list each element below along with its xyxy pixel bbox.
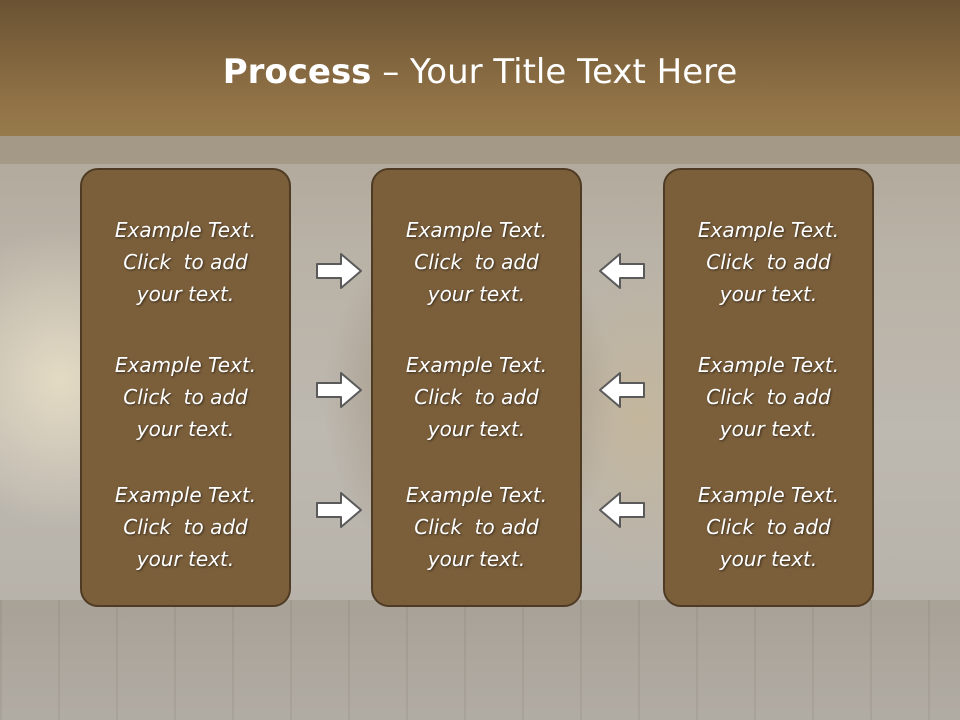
text-line: Example Text. bbox=[405, 218, 548, 242]
slide-title-rest: – Your Title Text Here bbox=[371, 52, 738, 92]
slide-title[interactable]: Process – Your Title Text Here bbox=[0, 52, 960, 92]
text-line: Click to add bbox=[706, 385, 831, 409]
text-line: Example Text. bbox=[697, 483, 840, 507]
text-line: your text. bbox=[427, 417, 526, 441]
text-block[interactable]: Example Text. Click to add your text. bbox=[82, 479, 289, 575]
text-line: Click to add bbox=[123, 515, 248, 539]
text-line: your text. bbox=[136, 417, 235, 441]
text-line: Example Text. bbox=[405, 483, 548, 507]
text-line: Click to add bbox=[414, 385, 539, 409]
text-block[interactable]: Example Text. Click to add your text. bbox=[373, 349, 580, 445]
text-line: Example Text. bbox=[405, 353, 548, 377]
text-block[interactable]: Example Text. Click to add your text. bbox=[373, 214, 580, 310]
arrow-right-icon bbox=[316, 253, 362, 289]
text-block[interactable]: Example Text. Click to add your text. bbox=[373, 479, 580, 575]
text-line: your text. bbox=[427, 547, 526, 571]
text-block[interactable]: Example Text. Click to add your text. bbox=[665, 214, 872, 310]
arrow-left-icon bbox=[599, 372, 645, 408]
text-block[interactable]: Example Text. Click to add your text. bbox=[665, 479, 872, 575]
text-block[interactable]: Example Text. Click to add your text. bbox=[82, 349, 289, 445]
text-line: Click to add bbox=[414, 515, 539, 539]
text-block[interactable]: Example Text. Click to add your text. bbox=[665, 349, 872, 445]
text-line: Example Text. bbox=[114, 483, 257, 507]
text-line: your text. bbox=[719, 547, 818, 571]
text-line: your text. bbox=[136, 547, 235, 571]
text-line: your text. bbox=[427, 282, 526, 306]
text-block[interactable]: Example Text. Click to add your text. bbox=[82, 214, 289, 310]
process-box-center[interactable]: Example Text. Click to add your text. Ex… bbox=[371, 168, 582, 607]
text-line: Click to add bbox=[706, 250, 831, 274]
process-box-left[interactable]: Example Text. Click to add your text. Ex… bbox=[80, 168, 291, 607]
text-line: Example Text. bbox=[114, 353, 257, 377]
text-line: your text. bbox=[719, 417, 818, 441]
text-line: Example Text. bbox=[697, 218, 840, 242]
text-line: your text. bbox=[719, 282, 818, 306]
text-line: your text. bbox=[136, 282, 235, 306]
text-line: Example Text. bbox=[697, 353, 840, 377]
text-line: Click to add bbox=[706, 515, 831, 539]
arrow-left-icon bbox=[599, 253, 645, 289]
floor-texture bbox=[0, 600, 960, 720]
text-line: Click to add bbox=[123, 385, 248, 409]
title-bar bbox=[0, 0, 960, 136]
arrow-left-icon bbox=[599, 492, 645, 528]
arrow-right-icon bbox=[316, 492, 362, 528]
process-box-right[interactable]: Example Text. Click to add your text. Ex… bbox=[663, 168, 874, 607]
text-line: Click to add bbox=[123, 250, 248, 274]
title-bar-band bbox=[0, 136, 960, 164]
slide-title-bold: Process bbox=[222, 52, 372, 92]
text-line: Example Text. bbox=[114, 218, 257, 242]
arrow-right-icon bbox=[316, 372, 362, 408]
text-line: Click to add bbox=[414, 250, 539, 274]
